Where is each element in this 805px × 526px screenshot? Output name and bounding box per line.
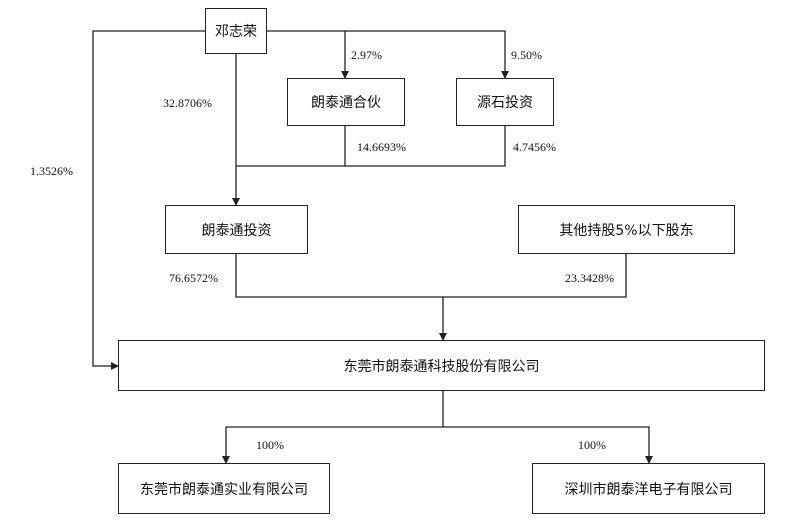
pct-ltthh-to-lttz: 14.6693% <box>357 140 406 154</box>
pct-company-to-sub2: 100% <box>578 438 606 452</box>
pct-deng-to-ysts: 9.50% <box>511 48 542 62</box>
label-sub2: 深圳市朗泰洋电子有限公司 <box>564 481 733 498</box>
line-lttz-to-company <box>235 254 443 298</box>
line-to-sub2 <box>443 426 653 464</box>
label-ysts: 源石投资 <box>477 95 533 111</box>
pct-lttz-to-company: 76.6572% <box>169 271 218 285</box>
box-lttz: 朗泰通投资 <box>165 205 308 254</box>
box-others: 其他持股5%以下股东 <box>518 205 735 254</box>
pct-others-to-company: 23.3428% <box>565 271 614 285</box>
pct-deng-to-company: 1.3526% <box>30 164 73 178</box>
label-deng: 邓志荣 <box>215 24 257 40</box>
box-deng: 邓志荣 <box>205 8 267 54</box>
box-ltthh: 朗泰通合伙 <box>287 78 405 126</box>
line-ltthh-to-lttz <box>236 125 346 167</box>
line-deng-to-company <box>92 30 205 370</box>
pct-deng-to-lttz: 32.8706% <box>163 96 212 110</box>
label-lttz: 朗泰通投资 <box>201 222 272 239</box>
box-sub1: 东莞市朗泰通实业有限公司 <box>118 463 330 514</box>
pct-deng-to-ltthh: 2.97% <box>351 48 382 62</box>
line-others-to-company <box>443 254 627 298</box>
box-company: 东莞市朗泰通科技股份有限公司 <box>118 340 765 391</box>
label-company: 东莞市朗泰通科技股份有限公司 <box>343 358 540 375</box>
line-deng-to-ltthh <box>266 30 349 79</box>
box-sub2: 深圳市朗泰洋电子有限公司 <box>532 463 765 514</box>
label-others: 其他持股5%以下股东 <box>559 222 694 239</box>
line-deng-to-ysts <box>345 30 509 79</box>
line-to-sub1 <box>222 426 443 464</box>
box-ysts: 源石投资 <box>456 78 554 126</box>
pct-company-to-sub1: 100% <box>256 438 284 452</box>
pct-ysts-to-lttz: 4.7456% <box>513 140 556 154</box>
label-ltthh: 朗泰通合伙 <box>311 95 381 111</box>
label-sub1: 东莞市朗泰通实业有限公司 <box>140 481 308 498</box>
line-ysts-to-lttz <box>345 125 506 167</box>
